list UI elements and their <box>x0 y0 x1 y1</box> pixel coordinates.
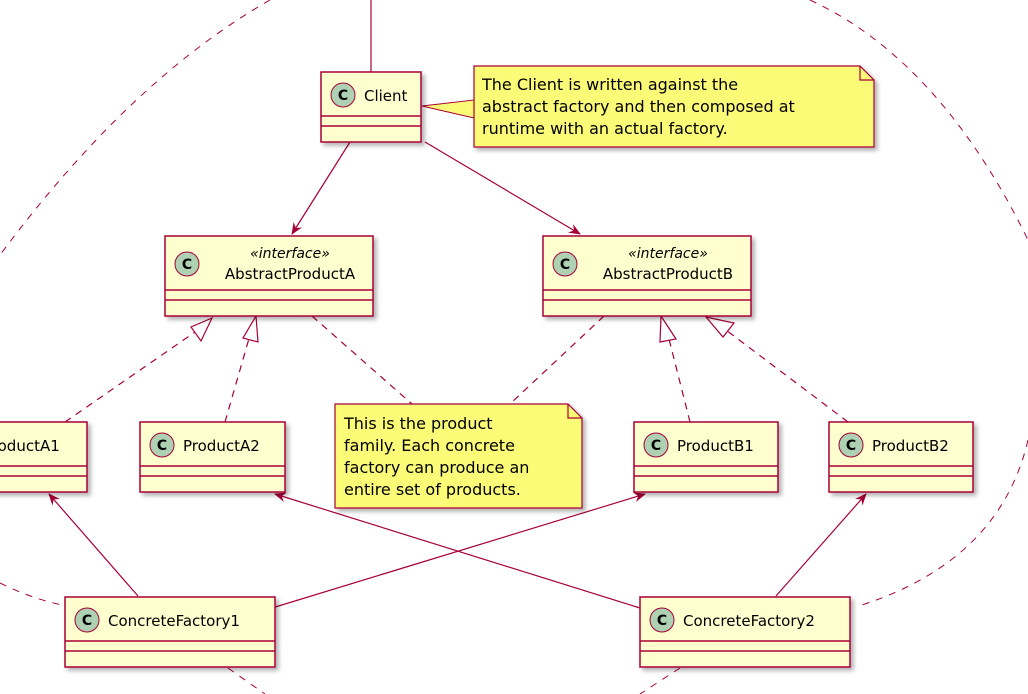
class-icon <box>838 432 864 458</box>
class-product-b1[interactable]: C ProductB1 <box>633 421 779 493</box>
class-product-b2[interactable]: C ProductB2 <box>828 421 974 493</box>
class-name: ProductB2 <box>872 437 949 455</box>
b1-realizes-b <box>667 334 691 423</box>
class-name: ConcreteFactory1 <box>108 612 240 630</box>
class-name: ProductA1 <box>0 437 60 455</box>
client-note-connector <box>421 99 475 119</box>
note-line: factory can produce an <box>344 458 529 477</box>
class-name: ProductA2 <box>183 437 260 455</box>
class-icon <box>552 251 578 277</box>
a1-realizes-a <box>64 329 199 423</box>
dashed-link-left-lower <box>0 582 63 606</box>
a2-realizes-a <box>224 334 251 423</box>
class-icon <box>330 82 356 108</box>
realization-heads <box>190 314 736 343</box>
client-to-abstract-b <box>424 141 581 235</box>
class-icon-letter: C <box>657 613 667 629</box>
factory2-to-a2 <box>274 492 641 609</box>
class-icon-letter: C <box>651 438 661 454</box>
factory-associations <box>48 492 867 609</box>
class-icon-letter: C <box>182 257 192 273</box>
dashed-link-bottom-left <box>227 667 266 694</box>
realization-links <box>64 315 849 423</box>
class-icon-letter: C <box>157 438 167 454</box>
factory1-to-a1 <box>48 493 139 597</box>
class-stereotype: «interface» <box>628 246 708 262</box>
class-concrete-factory-1[interactable]: C ConcreteFactory1 <box>64 596 276 668</box>
triangle-head-b1 <box>659 314 677 343</box>
dashed-link-bottom-right <box>639 667 681 694</box>
class-icon <box>74 607 100 633</box>
class-icon-letter: C <box>82 613 92 629</box>
triangle-head-a2 <box>242 314 259 343</box>
client-to-abstract-a <box>291 141 351 235</box>
class-name: ProductB1 <box>677 437 754 455</box>
note-line: The Client is written against the <box>481 75 738 94</box>
class-name: ConcreteFactory2 <box>683 612 815 630</box>
class-icon-letter: C <box>846 438 856 454</box>
note-line: This is the product <box>343 414 493 433</box>
class-icon <box>643 432 669 458</box>
dashed-link-right-lower <box>861 439 1028 606</box>
class-abstract-product-a[interactable]: C «interface» AbstractProductA <box>164 235 374 317</box>
class-icon <box>174 251 200 277</box>
triangle-head-b2 <box>704 316 736 338</box>
note-line: entire set of products. <box>344 480 521 499</box>
b2-realizes-b <box>725 329 849 423</box>
class-name: Client <box>364 87 408 105</box>
class-name: AbstractProductB <box>603 265 733 283</box>
note-to-abstract-b <box>509 315 605 405</box>
note-to-abstract-a <box>311 315 413 405</box>
dashed-link-left-outer <box>0 0 271 256</box>
class-concrete-factory-2[interactable]: C ConcreteFactory2 <box>639 596 851 668</box>
class-client[interactable]: C Client <box>320 71 422 143</box>
note-line: family. Each concrete <box>344 436 515 455</box>
class-icon-letter: C <box>338 88 348 104</box>
class-stereotype: «interface» <box>250 246 330 262</box>
class-abstract-product-b[interactable]: C «interface» AbstractProductB <box>542 235 752 317</box>
client-associations <box>291 141 581 235</box>
note-product-family[interactable]: This is the product family. Each concret… <box>334 403 583 509</box>
class-product-a1[interactable]: C ProductA1 <box>0 421 88 493</box>
class-icon <box>649 607 675 633</box>
note-client[interactable]: The Client is written against the abstra… <box>473 65 875 148</box>
note-line: abstract factory and then composed at <box>482 97 795 116</box>
class-name: AbstractProductA <box>225 265 356 283</box>
factory2-to-b2 <box>775 493 867 597</box>
triangle-head-a1 <box>190 316 214 343</box>
class-icon-letter: C <box>560 257 570 273</box>
note-line: runtime with an actual factory. <box>482 119 728 138</box>
class-product-a2[interactable]: C ProductA2 <box>139 421 286 493</box>
class-icon <box>149 432 175 458</box>
